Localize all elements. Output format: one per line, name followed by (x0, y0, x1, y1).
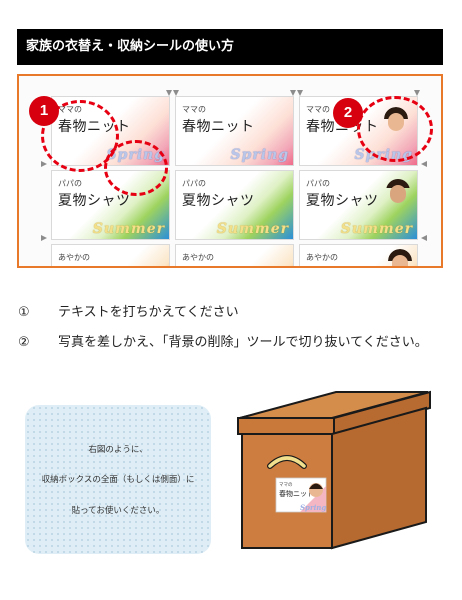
box-label-small: ママの (279, 482, 293, 488)
owner-label: あやかの (58, 253, 90, 262)
owner-label: あやかの (306, 253, 338, 262)
season-label: Summer (340, 221, 413, 237)
marker-top (166, 90, 172, 96)
callout-badge-1: 1 (29, 96, 59, 126)
owner-label: ママの (182, 105, 206, 114)
person-photo (386, 179, 410, 203)
label-row3-col2: あやかの (175, 244, 294, 266)
note-line-1: 右図のように、 (88, 445, 148, 455)
season-label: Spring (230, 147, 289, 163)
item-label: 夏物シャツ (58, 193, 131, 209)
season-label: Summer (216, 221, 289, 237)
label-row3-col1: あやかの (51, 244, 170, 266)
marker-top (290, 90, 296, 96)
owner-label: あやかの (182, 253, 214, 262)
callout-circle-text (41, 100, 119, 172)
box-label-big: 春物ニット (279, 489, 314, 498)
marker-top (414, 90, 420, 96)
season-label: Summer (92, 221, 165, 237)
owner-label: パパの (182, 179, 206, 188)
label-preview: ママの 春物ニット Spring ママの 春物ニット Spring ママの 春物… (17, 74, 443, 268)
owner-label: ママの (306, 105, 330, 114)
marker-top (173, 90, 179, 96)
step-text: テキストを打ちかえてください (58, 305, 239, 320)
instruction-step-2: ② 写真を差しかえ、「背景の削除」ツールで切り抜いてください。 (18, 331, 428, 350)
item-label: 夏物シャツ (182, 193, 255, 209)
label-row3-col3: あやかの (299, 244, 418, 266)
step-number: ② (18, 335, 30, 350)
marker-left (41, 161, 47, 167)
label-row1-col2: ママの 春物ニット Spring (175, 96, 294, 166)
item-label: 春物ニット (182, 119, 255, 135)
label-row2-col3: パパの 夏物シャツ Summer (299, 170, 418, 240)
step-text: 写真を差しかえ、「背景の削除」ツールで切り抜いてください。 (58, 335, 428, 350)
usage-note: 右図のように、 収納ボックスの全面（もしくは側面）に 貼ってお使いください。 (25, 405, 211, 554)
person-photo (388, 249, 412, 266)
marker-right (421, 235, 427, 241)
marker-left (41, 235, 47, 241)
owner-label: パパの (58, 179, 82, 188)
label-row2-col2: パパの 夏物シャツ Summer (175, 170, 294, 240)
callout-circle-text (104, 140, 168, 196)
note-line-2: 収納ボックスの全面（もしくは側面）に (41, 475, 195, 485)
label-row2-col1: パパの 夏物シャツ Summer (51, 170, 170, 240)
page-title: 家族の衣替え・収納シールの使い方 (17, 29, 443, 65)
storage-box-illustration: ママの 春物ニット Spring (237, 390, 431, 550)
callout-badge-2: 2 (333, 98, 363, 128)
note-line-3: 貼ってお使いください。 (71, 506, 165, 516)
step-number: ① (18, 305, 30, 320)
marker-right (421, 161, 427, 167)
callout-circle-photo (357, 96, 433, 162)
alignment-markers (41, 90, 427, 241)
item-label: 夏物シャツ (306, 193, 379, 209)
label-sheet: ママの 春物ニット Spring ママの 春物ニット Spring ママの 春物… (19, 76, 441, 266)
box-label-season: Spring (300, 503, 326, 512)
owner-label: パパの (306, 179, 330, 188)
marker-top (297, 90, 303, 96)
instruction-step-1: ① テキストを打ちかえてください (18, 301, 239, 320)
